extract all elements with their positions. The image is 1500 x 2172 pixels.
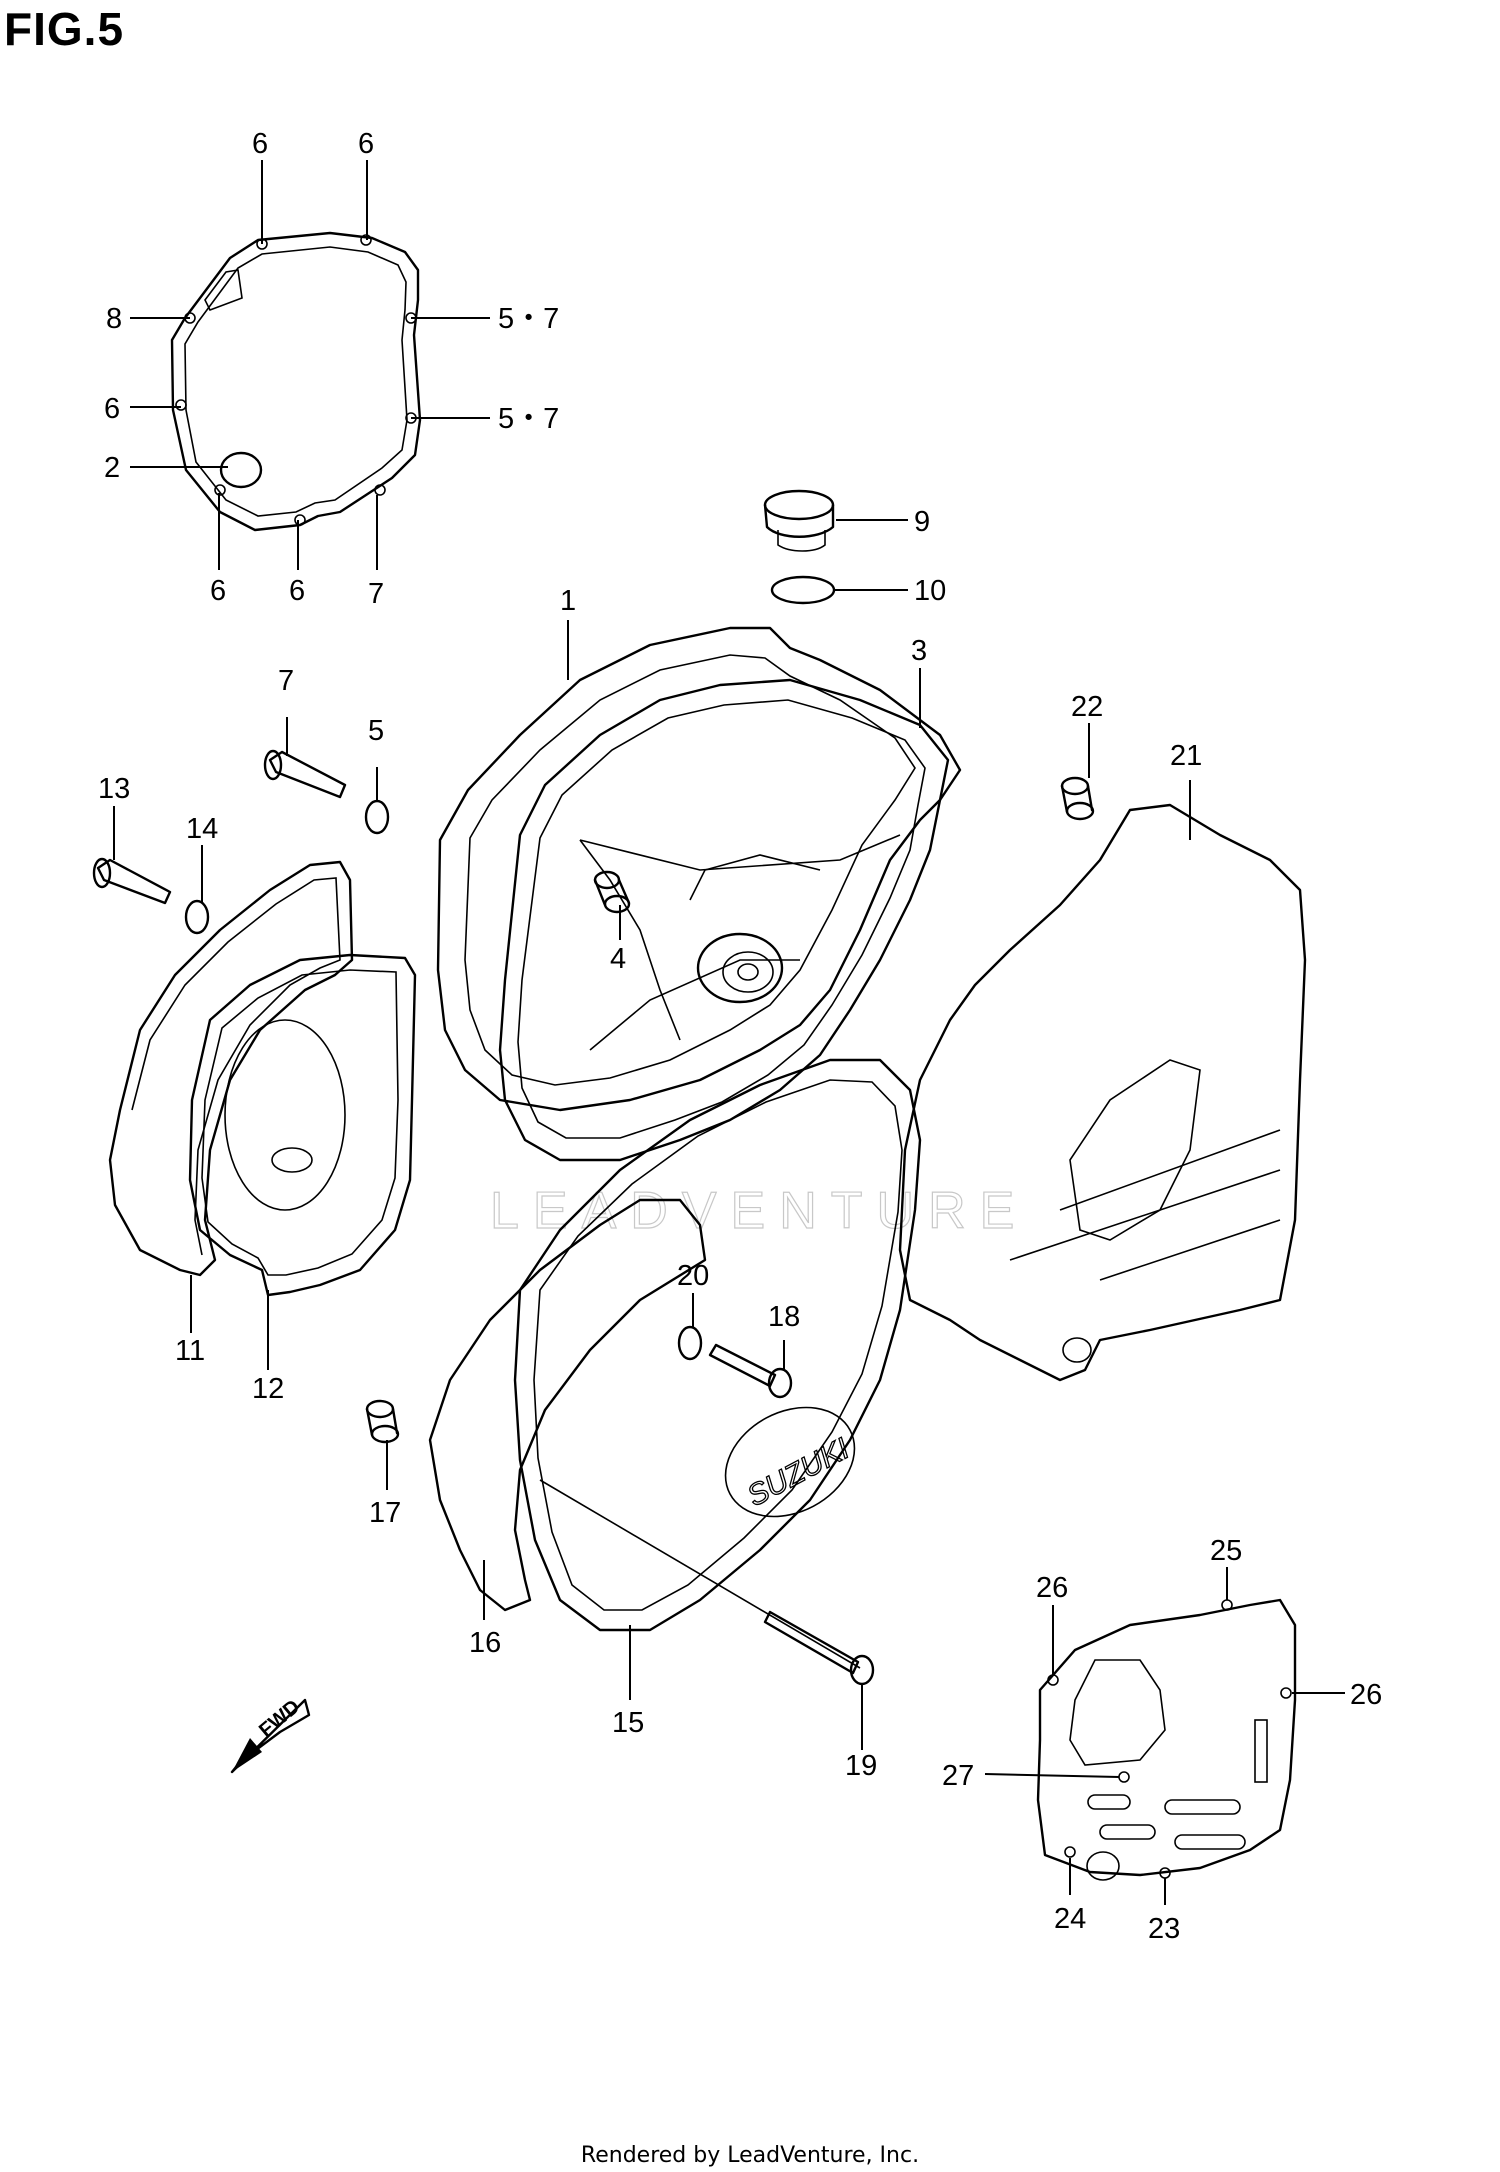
callout-5: 5 [368,715,384,747]
callout-3: 3 [911,635,927,667]
callout-13: 13 [98,773,130,805]
oil-filler-cap [763,489,835,552]
callout-6: 6 [252,128,268,160]
generator-cover-gasket [428,1198,707,1612]
callout-6: 7 [368,578,384,610]
callout-26: 26 [1036,1572,1068,1604]
clutch-cover [436,626,962,1112]
forward-direction-arrow: FWD [230,1696,311,1774]
callout-labels: 6 6 8 5・7 6 5・7 2 6 6 7 9 10 1 3 7 5 13 … [98,128,1382,1945]
dowel-pin-17 [365,1399,400,1444]
callout-20: 20 [677,1260,709,1292]
callout-8: 8 [106,303,122,335]
callout-14: 14 [186,813,218,845]
callout-2: 2 [104,452,120,484]
callout-6: 6 [289,575,305,607]
starter-clutch-gasket [188,953,417,1297]
washer-5 [364,799,390,835]
callout-27: 27 [942,1760,974,1792]
callout-6: 6 [210,575,226,607]
oil-cap-o-ring [770,575,836,605]
right-crankcase-cover [898,803,1307,1382]
footer-credit: Rendered by LeadVenture, Inc. [580,2143,920,2168]
callout-6: 6 [358,128,374,160]
callout-5-7: 5・7 [498,403,559,435]
leader-lines [113,160,1345,1905]
bolt-13 [92,857,172,905]
brand-logo: SUZUKI [742,1432,855,1513]
callout-18: 18 [768,1301,800,1333]
callout-23: 23 [1148,1913,1180,1945]
callout-12: 12 [252,1373,284,1405]
bolt-18 [708,1343,793,1399]
starter-clutch-cover [108,860,354,1277]
dowel-pin-22 [1060,776,1095,821]
clutch-cover-gasket-outline [170,231,422,532]
watermark-text: LEADVENTURE [490,1182,1028,1240]
callout-11: 11 [175,1335,205,1367]
crankcase-cover-gasket [1036,1598,1297,1881]
callout-9: 9 [914,506,930,538]
dowel-pin-4 [593,870,631,914]
fwd-label: FWD [255,1696,304,1742]
callout-5-7: 5・7 [498,303,559,335]
callout-10: 10 [914,575,946,607]
clutch-release-hub [696,932,784,1004]
callout-24: 24 [1054,1903,1086,1935]
callout-15: 15 [612,1707,644,1739]
callout-16: 16 [469,1627,501,1659]
callout-17: 17 [369,1497,401,1529]
callout-26: 26 [1350,1679,1382,1711]
bolt-19 [763,1610,875,1686]
callout-22: 22 [1071,691,1103,723]
callout-1: 1 [560,585,576,617]
callout-7: 7 [278,665,294,697]
callout-19: 19 [845,1750,877,1782]
bolt-7 [263,749,347,799]
callout-21: 21 [1170,740,1202,772]
clutch-cover-gasket [498,678,950,1162]
washer-20 [677,1325,703,1361]
callout-6: 6 [104,393,120,425]
callout-25: 25 [1210,1535,1242,1567]
washer-14 [184,899,210,935]
callout-4: 4 [610,943,626,975]
figure-title: FIG.5 [4,3,125,55]
